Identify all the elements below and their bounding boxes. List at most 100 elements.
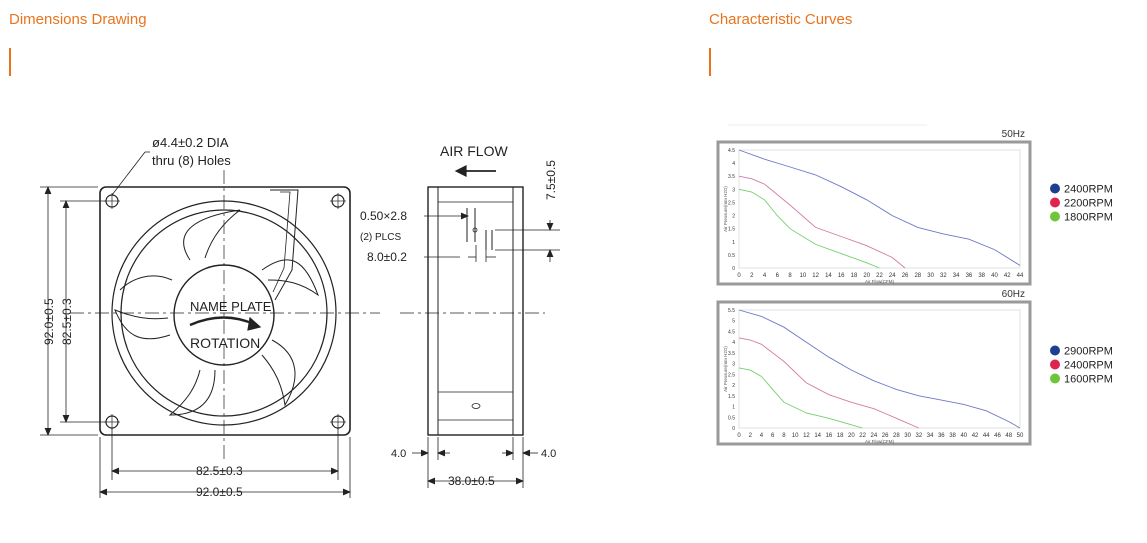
fan-side-view [400, 186, 545, 436]
plcs-label: (2) PLCS [360, 232, 401, 243]
x-tick-label: 10 [800, 273, 807, 279]
dimensions-accent-bar [9, 48, 11, 76]
y-tick-label: 0.5 [728, 253, 735, 259]
legend-label-1600rpm: 1600RPM [1064, 374, 1113, 386]
terminal-spacing-label: 8.0±0.2 [367, 250, 407, 264]
chart-frame [716, 300, 1032, 446]
x-tick-label: 44 [1017, 273, 1024, 279]
x-tick-label: 28 [893, 433, 900, 439]
terminal-height-label: 7.5±0.5 [544, 160, 558, 200]
height-825-label: 82.5±0.3 [60, 298, 74, 345]
terminal-size-label: 0.50×2.8 [360, 209, 407, 223]
hole-dia-label: ø4.4±0.2 DIA [152, 135, 229, 150]
y-tick-label: 4.5 [728, 329, 735, 335]
name-plate-label: NAME PLATE [190, 299, 272, 314]
y-tick-label: 0 [732, 426, 735, 432]
width-825-label: 82.5±0.3 [196, 464, 243, 478]
x-tick-label: 18 [851, 273, 858, 279]
terminal-callout-lines [424, 212, 560, 262]
legend-dot-1600rpm [1050, 373, 1060, 384]
x-tick-label: 36 [938, 433, 945, 439]
vertical-dimension-lines [40, 185, 106, 437]
fan-front-view [70, 170, 380, 460]
y-tick-label: 4 [732, 161, 735, 167]
legend-dot-1800rpm [1050, 211, 1060, 222]
legend-dot-2400rpm [1050, 183, 1060, 194]
y-tick-label: 5.5 [728, 308, 735, 314]
width-92-label: 92.0±0.5 [196, 485, 243, 499]
x-tick-label: 24 [871, 433, 878, 439]
x-tick-label: 32 [940, 273, 947, 279]
x-tick-label: 2 [750, 273, 754, 279]
hole-count-label: thru (8) Holes [152, 153, 231, 168]
y-axis-label: Air Pressure(mm H2O) [723, 186, 728, 232]
y-tick-label: 4.5 [728, 148, 735, 154]
legend-label-2200rpm: 2200RPM [1064, 198, 1113, 210]
y-tick-label: 0 [732, 266, 735, 272]
x-tick-label: 10 [792, 433, 799, 439]
height-92-label: 92.0±0.5 [42, 298, 56, 345]
depth-label: 38.0±0.5 [448, 474, 495, 488]
curves-accent-bar [709, 48, 711, 76]
characteristic-curves-title: Characteristic Curves [709, 11, 853, 28]
x-tick-label: 0 [737, 273, 741, 279]
y-tick-label: 3.5 [728, 351, 735, 357]
x-tick-label: 34 [927, 433, 934, 439]
dimensions-drawing: NAME PLATE ROTATION ø4.4±0.2 DIA thru (8… [40, 135, 560, 499]
side-dimension-lines [412, 437, 538, 488]
x-tick-label: 50 [1017, 433, 1024, 439]
series-line-1600rpm [738, 367, 863, 429]
y-tick-label: 3.5 [728, 174, 735, 180]
x-tick-label: 42 [972, 433, 979, 439]
y-tick-label: 1 [732, 405, 735, 411]
chart-title: 50Hz [1002, 129, 1025, 140]
x-tick-label: 22 [859, 433, 866, 439]
legend-dot-2200rpm [1050, 197, 1060, 208]
x-tick-label: 16 [826, 433, 833, 439]
y-tick-label: 3 [732, 187, 735, 193]
plot-area [738, 309, 1021, 429]
y-tick-label: 1.5 [728, 394, 735, 400]
x-tick-label: 24 [889, 273, 896, 279]
x-tick-label: 26 [902, 273, 909, 279]
x-tick-label: 22 [876, 273, 883, 279]
x-tick-label: 38 [978, 273, 985, 279]
series-line-2400rpm [738, 149, 1021, 266]
y-tick-label: 4 [732, 340, 735, 346]
x-tick-label: 40 [991, 273, 998, 279]
x-tick-label: 20 [863, 273, 870, 279]
x-tick-label: 12 [803, 433, 810, 439]
series-line-2900rpm [738, 309, 1021, 429]
x-axis-label: Air Flow(CFM) [865, 279, 894, 284]
fan-blades [114, 209, 320, 416]
side-offset-right-label: 4.0 [541, 448, 556, 460]
legend-label-2900rpm: 2900RPM [1064, 346, 1113, 358]
y-tick-label: 2 [732, 383, 735, 389]
x-tick-label: 30 [904, 433, 911, 439]
chart-title: 60Hz [1002, 289, 1025, 300]
y-tick-label: 2 [732, 214, 735, 220]
series-line-1800rpm [738, 188, 880, 269]
x-tick-label: 6 [771, 433, 775, 439]
legend-label-2400rpm: 2400RPM [1064, 360, 1113, 372]
x-tick-label: 6 [776, 273, 780, 279]
rotation-label: ROTATION [190, 335, 260, 351]
legend-label-1800rpm: 1800RPM [1064, 212, 1113, 224]
x-tick-label: 14 [814, 433, 821, 439]
x-tick-label: 46 [994, 433, 1001, 439]
air-flow-label: AIR FLOW [440, 143, 508, 159]
series-line-2400rpm [738, 337, 919, 429]
legend-dot-2900rpm [1050, 345, 1060, 356]
x-tick-label: 2 [749, 433, 753, 439]
x-tick-label: 30 [927, 273, 934, 279]
legend-label-2400rpm: 2400RPM [1064, 184, 1113, 196]
x-tick-label: 8 [782, 433, 786, 439]
x-tick-label: 34 [953, 273, 960, 279]
chart-frame [716, 140, 1032, 286]
x-tick-label: 18 [837, 433, 844, 439]
x-tick-label: 32 [915, 433, 922, 439]
x-tick-label: 12 [812, 273, 819, 279]
legend-dot-2400rpm [1050, 359, 1060, 370]
x-tick-label: 4 [760, 433, 764, 439]
